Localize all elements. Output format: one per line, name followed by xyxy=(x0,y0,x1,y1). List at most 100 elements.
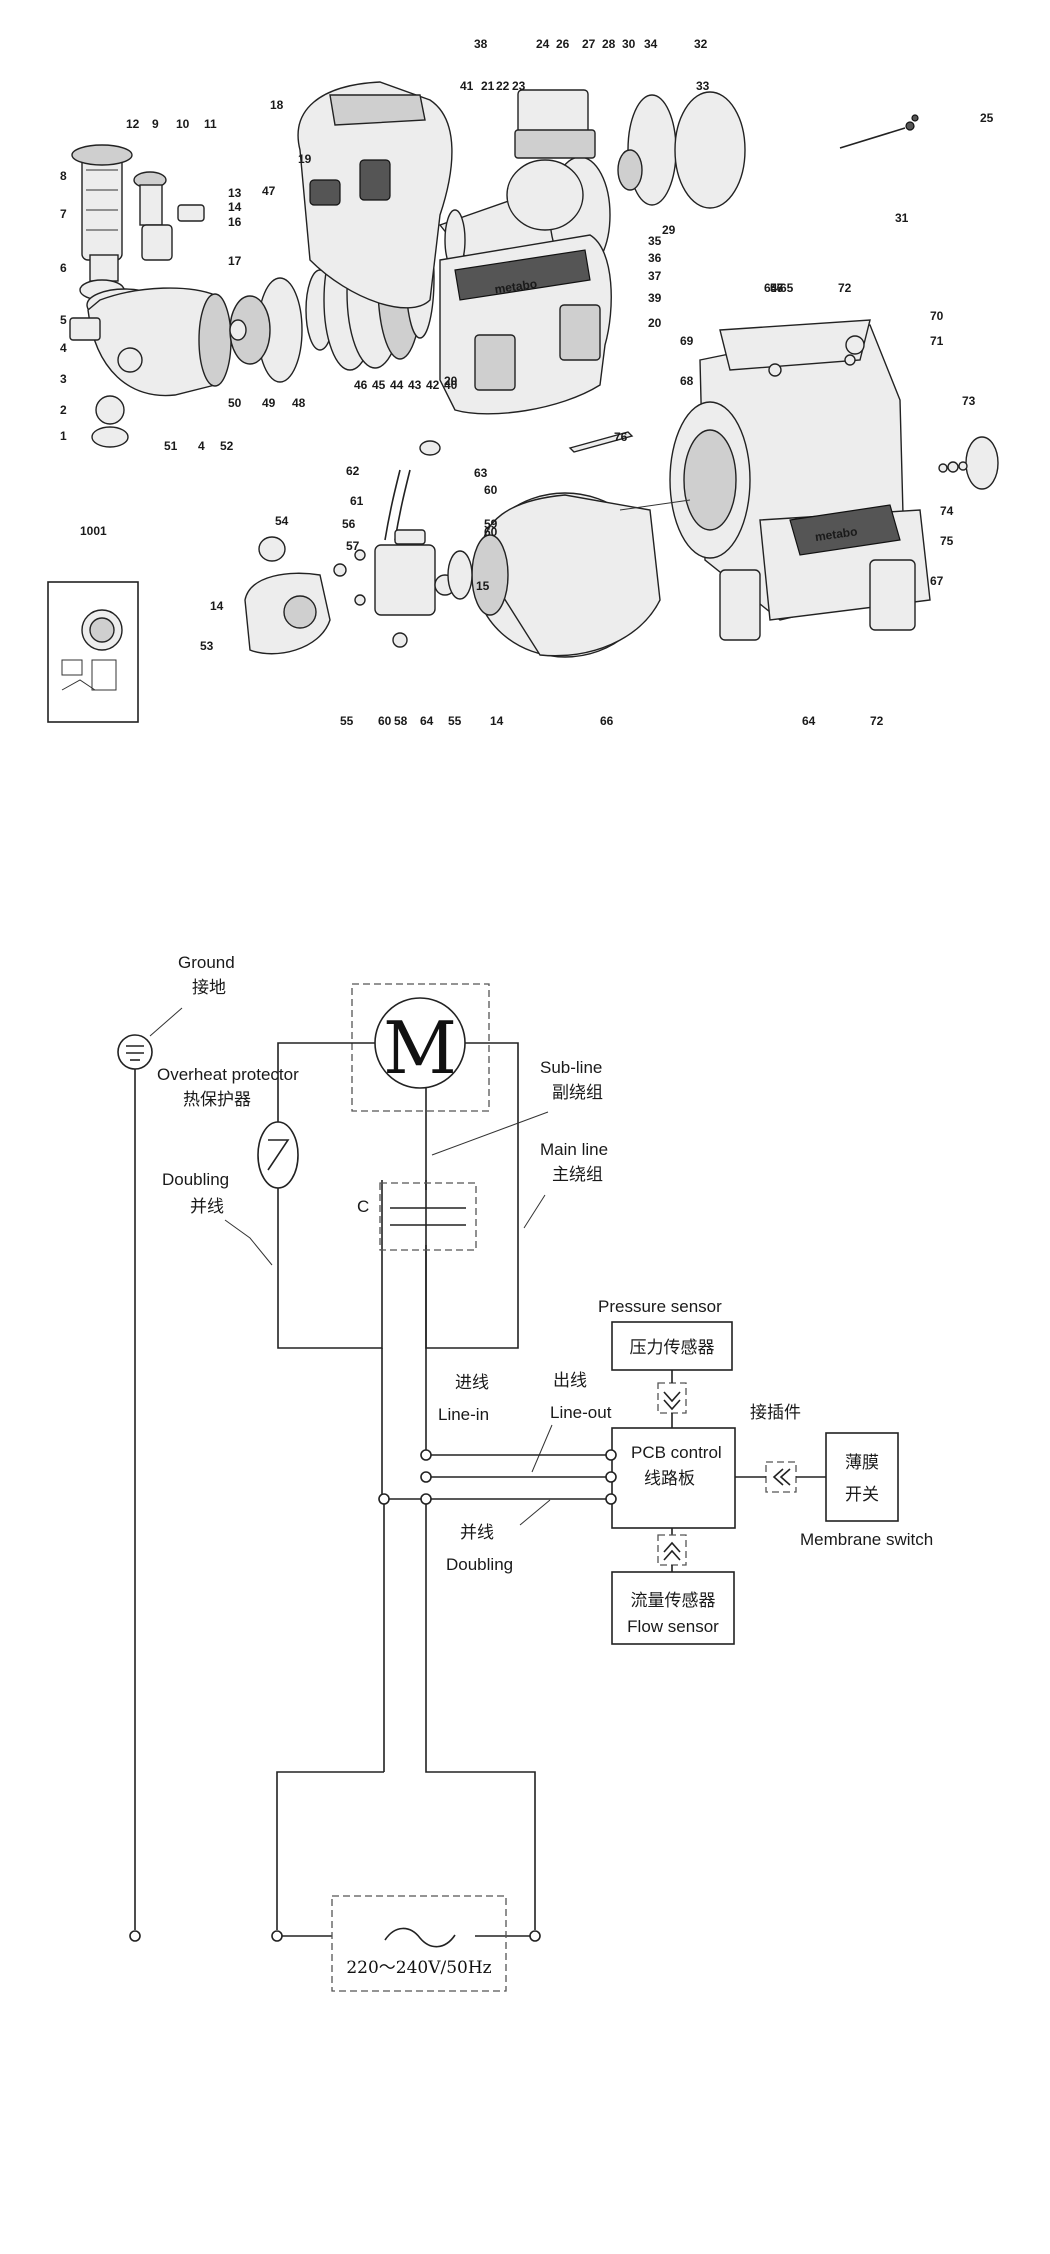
flow-connector-arrow-1 xyxy=(663,1541,681,1553)
part-number-label: 60 xyxy=(484,483,498,497)
wire-linein xyxy=(425,1348,606,1456)
linein-label-cn: 进线 xyxy=(455,1373,489,1393)
pressure-sensor-label-cn: 压力传感器 xyxy=(630,1338,715,1358)
subline-leader xyxy=(431,1111,549,1156)
part-number-label: 20 xyxy=(444,374,458,388)
part-number-label: 4 xyxy=(60,341,67,355)
detail-box-1001 xyxy=(47,581,139,723)
supply-dashed-box xyxy=(331,1895,507,1992)
part-number-label: 50 xyxy=(228,396,242,410)
part-number-label: 32 xyxy=(694,37,708,51)
part-number-label: 34 xyxy=(644,37,658,51)
strainer-assembly xyxy=(71,144,133,301)
membrane-connector-arrow-2 xyxy=(772,1468,784,1486)
motor-symbol: M xyxy=(383,1006,457,1090)
part-number-label: 52 xyxy=(220,439,234,453)
membrane-connector-arrow-1 xyxy=(779,1468,791,1486)
part-number-label: 55 xyxy=(448,714,462,728)
upper-housing xyxy=(297,81,453,309)
wire-supply-right xyxy=(425,1504,536,1930)
pressure-connector-arrow-2 xyxy=(663,1399,681,1411)
part-number-label: 68 xyxy=(680,374,694,388)
part-number-label: 58 xyxy=(394,714,408,728)
brand-mark-1: metabo xyxy=(494,277,538,297)
doubling2-label-cn: 并线 xyxy=(460,1523,494,1543)
part-number-label: 40 xyxy=(444,378,458,392)
doubling-label-en: Doubling xyxy=(162,1170,229,1189)
pump-housing xyxy=(69,287,232,448)
terminal-doubling-left xyxy=(420,1493,432,1505)
terminal-doubling-right xyxy=(605,1493,617,1505)
membrane-label-cn-2: 开关 xyxy=(845,1485,879,1505)
wire-doubling-down xyxy=(383,1498,421,1772)
part-number-label: 15 xyxy=(476,579,490,593)
terminal-supply-right xyxy=(529,1930,541,1942)
part-number-label: 41 xyxy=(460,79,474,93)
lineout-leader xyxy=(531,1424,553,1473)
part-number-label: 25 xyxy=(980,111,994,125)
part-number-label: 47 xyxy=(262,184,276,198)
part-number-label: 36 xyxy=(648,251,662,265)
flow-sensor-label-en: Flow sensor xyxy=(627,1617,719,1636)
terminal-supply-left xyxy=(271,1930,283,1942)
pcb-label-en: PCB control xyxy=(631,1443,722,1462)
part-number-label: 12 xyxy=(126,117,140,131)
part-number-label: 62 xyxy=(346,464,360,478)
part-number-label: 49 xyxy=(262,396,276,410)
ground-label-cn: 接地 xyxy=(192,978,226,998)
part-number-label: 67 xyxy=(930,574,944,588)
lineout-label-en: Line-out xyxy=(550,1403,612,1422)
part-number-label: 10 xyxy=(176,117,190,131)
part-number-label: 14 xyxy=(490,714,504,728)
part-number-label: 26 xyxy=(556,37,570,51)
part-number-label: 72 xyxy=(870,714,884,728)
part-number-label: 63 xyxy=(474,466,488,480)
doubling2-leader xyxy=(519,1499,551,1526)
part-number-label: 38 xyxy=(474,37,488,51)
part-number-label: 64 xyxy=(420,714,434,728)
check-valve xyxy=(133,171,205,261)
part-number-label: 13 xyxy=(228,186,242,200)
part-number-label: 75 xyxy=(940,534,954,548)
pressure-tank xyxy=(471,492,691,658)
part-number-label: 18 xyxy=(270,98,284,112)
part-number-label: 30 xyxy=(622,37,636,51)
main-cover: metabo xyxy=(439,234,612,415)
part-number-label: 53 xyxy=(200,639,214,653)
overheat-switch-glyph xyxy=(267,1139,290,1171)
doubling-leader xyxy=(224,1219,273,1266)
part-number-label: 11 xyxy=(204,117,217,131)
connector-label-cn: 接插件 xyxy=(750,1403,801,1423)
pressure-connector-arrow-1 xyxy=(663,1391,681,1403)
part-number-label: 8 xyxy=(60,169,67,183)
part-number-label: 64 xyxy=(764,281,778,295)
subline-label-en: Sub-line xyxy=(540,1058,602,1077)
part-number-label: 3 xyxy=(60,372,67,386)
part-number-label: 76 xyxy=(614,430,628,444)
part-number-label: 33 xyxy=(696,79,710,93)
part-number-label: 37 xyxy=(648,269,662,283)
membrane-switch-box xyxy=(825,1432,899,1522)
part-number-label: 73 xyxy=(962,394,976,408)
capacitor-label: C xyxy=(357,1197,369,1216)
part-number-label: 65 xyxy=(780,281,794,295)
lineout-label-cn: 出线 xyxy=(553,1371,587,1391)
part-number-label: 54 xyxy=(275,514,289,528)
pcb-label-cn: 线路板 xyxy=(644,1469,695,1489)
exploded-view: metabo metabo xyxy=(47,37,999,728)
part-number-label: 56 xyxy=(770,281,784,295)
valve-block xyxy=(333,440,473,648)
terminal-linein-left xyxy=(420,1449,432,1461)
part-number-label: 31 xyxy=(895,211,909,225)
part-number-label: 70 xyxy=(930,309,944,323)
membrane-label-cn-1: 薄膜 xyxy=(845,1453,879,1473)
mainline-leader xyxy=(523,1194,546,1229)
part-number-label: 1 xyxy=(60,429,67,443)
part-number-label: 57 xyxy=(770,281,784,295)
part-number-label: 44 xyxy=(390,378,404,392)
controller-cover xyxy=(244,536,331,655)
part-number-label: 6 xyxy=(60,261,67,275)
subline-label-cn: 副绕组 xyxy=(552,1083,603,1103)
assembled-pump: metabo xyxy=(669,319,999,641)
